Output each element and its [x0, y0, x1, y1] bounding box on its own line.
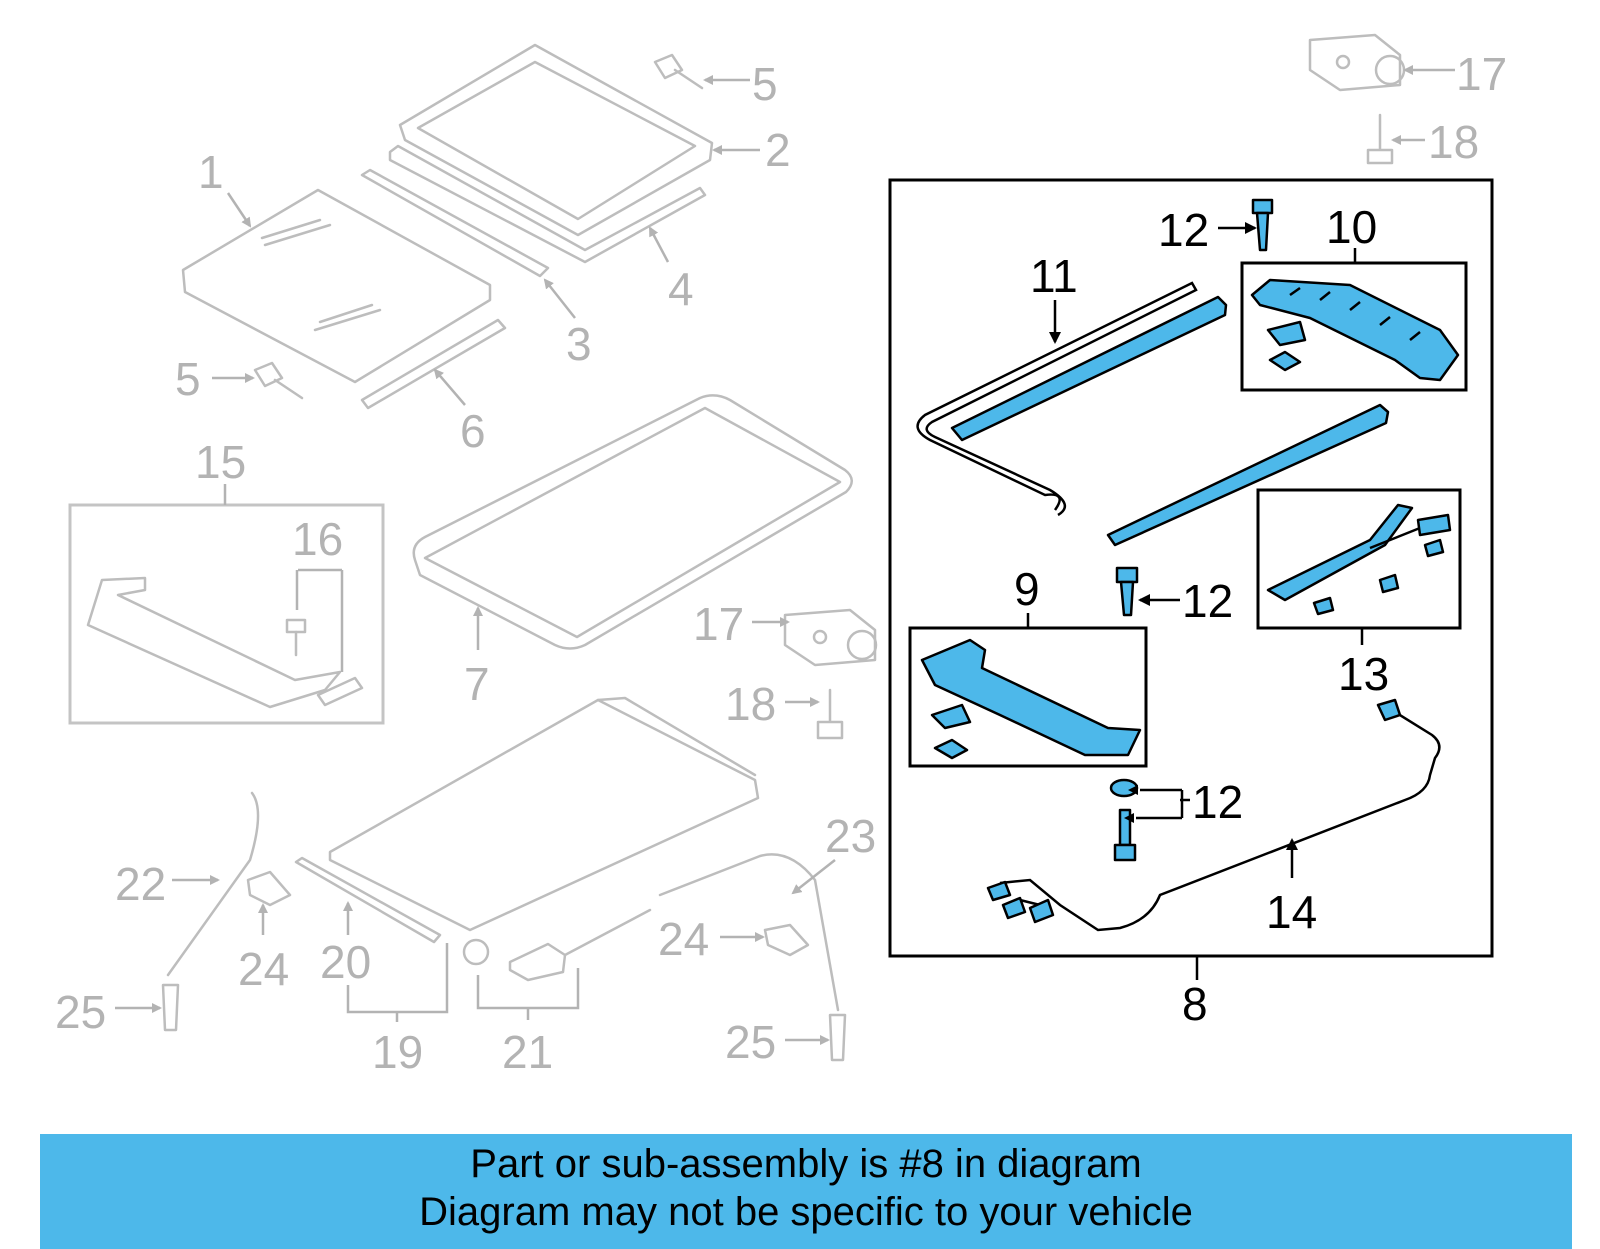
part-23-drain-tube — [658, 853, 840, 1012]
part-6-strip — [360, 318, 507, 410]
callout-11[interactable]: 11 — [1030, 250, 1078, 302]
gray-leader-lines — [115, 65, 1455, 1045]
callout-9[interactable]: 9 — [1014, 563, 1040, 615]
part-11-guide-rail — [916, 281, 1390, 547]
part-5-bolt-top — [653, 53, 704, 90]
callout-24-right[interactable]: 24 — [658, 913, 709, 965]
callout-25-left[interactable]: 25 — [55, 986, 106, 1038]
callout-12-mid[interactable]: 12 — [1182, 575, 1233, 627]
callout-23[interactable]: 23 — [825, 810, 876, 862]
callout-10[interactable]: 10 — [1326, 201, 1377, 253]
part-4-seal — [388, 144, 707, 264]
callout-3[interactable]: 3 — [566, 318, 592, 370]
part-13-drive-cable — [1266, 503, 1452, 616]
part-18-screw-mid — [816, 688, 844, 740]
part-8-assembly-box — [888, 178, 1494, 958]
callout-5-left[interactable]: 5 — [175, 353, 201, 405]
part-15-box — [68, 503, 385, 725]
callout-1[interactable]: 1 — [198, 146, 224, 198]
callout-12-bottom[interactable]: 12 — [1192, 776, 1243, 828]
part-10-bracket — [1250, 278, 1460, 382]
part-22-drain-tube — [166, 791, 260, 977]
part-5-bolt-left — [253, 361, 304, 400]
part-3-strip — [360, 168, 550, 278]
part-13-box — [1256, 488, 1462, 630]
part-7-seal-ring — [412, 394, 853, 650]
callout-20[interactable]: 20 — [320, 936, 371, 988]
callout-21[interactable]: 21 — [502, 1026, 553, 1078]
callout-22[interactable]: 22 — [115, 858, 166, 910]
part-14-wire-harness — [986, 698, 1441, 932]
gray-callouts: 1 2 3 4 5 5 6 7 15 16 17 17 18 18 19 20 … — [55, 48, 1507, 1078]
callout-19[interactable]: 19 — [372, 1026, 423, 1078]
part-25-clip-left — [161, 983, 180, 1032]
callout-17-top[interactable]: 17 — [1456, 48, 1507, 100]
sunshade-cassette — [294, 696, 760, 944]
part-24-clip-left — [246, 870, 292, 907]
callout-6[interactable]: 6 — [460, 405, 486, 457]
banner-line-1: Part or sub-assembly is #8 in diagram — [470, 1142, 1142, 1186]
callout-12-top[interactable]: 12 — [1158, 204, 1209, 256]
part-18-screw-top — [1366, 113, 1394, 165]
callout-5-top[interactable]: 5 — [752, 58, 778, 110]
callout-24-left[interactable]: 24 — [238, 943, 289, 995]
callout-25-right[interactable]: 25 — [725, 1016, 776, 1068]
callout-4[interactable]: 4 — [668, 263, 694, 315]
part-24-clip-right — [763, 923, 810, 957]
part-12-bolt-top — [1251, 198, 1274, 252]
callout-2[interactable]: 2 — [765, 124, 791, 176]
part-25-clip-right — [828, 1013, 847, 1062]
part-17-motor-top — [1308, 33, 1406, 92]
banner-line-2: Diagram may not be specific to your vehi… — [419, 1190, 1193, 1234]
part-16-clip — [285, 618, 364, 707]
part-17-motor-mid — [783, 608, 878, 667]
part-9-bracket — [920, 638, 1142, 760]
callout-15[interactable]: 15 — [195, 436, 246, 488]
black-callouts: 8 9 10 11 12 12 12 13 14 — [1014, 201, 1389, 1030]
callout-8[interactable]: 8 — [1182, 978, 1208, 1030]
part-1-glass-panel — [181, 188, 492, 384]
callout-17-mid[interactable]: 17 — [693, 598, 744, 650]
callout-18-top[interactable]: 18 — [1428, 116, 1479, 168]
callout-14[interactable]: 14 — [1266, 886, 1317, 938]
part-21-parts — [462, 908, 652, 982]
callout-16[interactable]: 16 — [292, 513, 343, 565]
part-15-sunshade — [86, 576, 342, 709]
callout-7[interactable]: 7 — [464, 658, 490, 710]
part-2-glass-frame — [398, 43, 714, 237]
callout-13[interactable]: 13 — [1338, 648, 1389, 700]
info-banner: Part or sub-assembly is #8 in diagram Di… — [40, 1134, 1572, 1249]
part-7-seal-ring-inner — [423, 406, 842, 639]
part-12-bolt-mid — [1115, 566, 1139, 617]
callout-18-mid[interactable]: 18 — [725, 678, 776, 730]
black-leader-lines — [1026, 222, 1364, 980]
